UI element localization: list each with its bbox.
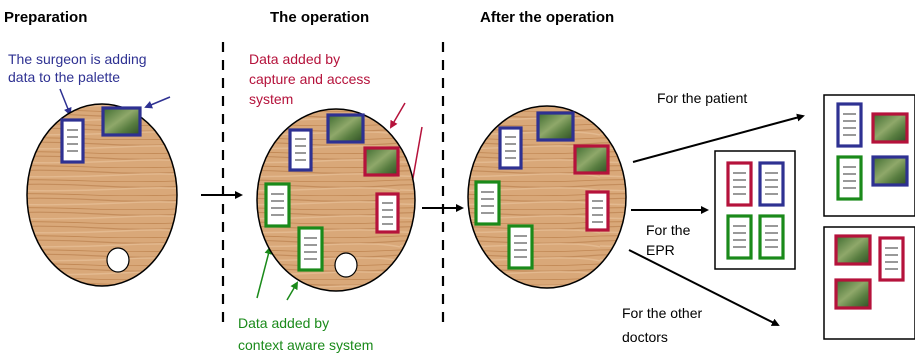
doc-icon [288,128,313,172]
header-after: After the operation [480,9,614,26]
doc-icon [297,226,324,272]
photo-icon [363,146,400,177]
surgeon-arrow-1 [59,88,72,116]
context-arrow-2 [286,281,299,301]
label-for-patient: For the patient [657,90,747,106]
output-arrow-doctors [628,249,780,326]
photo-icon [834,278,872,310]
palette-thumb-hole [334,252,358,278]
doc-icon [758,214,785,260]
doc-icon [375,192,400,234]
doc-icon [498,126,523,170]
palette-operation [256,108,416,292]
palette-preparation [26,103,178,287]
doc-icon [264,182,291,228]
photo-icon [101,106,142,137]
surgeon-arrow-2 [144,96,171,109]
doc-icon [60,118,85,164]
doc-icon [507,224,534,270]
annotation-capture: Data added by capture and access system [249,51,374,107]
doc-icon [726,214,753,260]
header-preparation: Preparation [4,9,87,26]
photo-icon [871,112,909,144]
doc-icon [585,190,610,232]
photo-icon [536,111,575,142]
doc-icon [726,161,753,207]
patient-box [823,94,915,217]
palette-thumb-hole [106,247,130,273]
doc-icon [474,180,501,226]
annotation-surgeon: The surgeon is adding data to the palett… [8,51,150,85]
doc-icon [758,161,785,207]
doc-icon [836,102,863,148]
doc-icon [878,236,905,282]
doc-icon [836,155,863,201]
photo-icon [326,113,365,144]
photo-icon [871,155,909,187]
photo-icon [573,144,610,175]
label-for-epr: For the EPR [646,222,694,258]
header-operation: The operation [270,9,369,26]
context-arrow-1 [256,246,273,299]
doctors-box [823,226,915,340]
label-for-doctors: For the other doctors [622,305,706,345]
epr-box [714,150,796,270]
palette-after [467,105,627,289]
annotation-context: Data added by context aware system [238,315,373,353]
photo-icon [834,234,872,266]
capture-arrow-1 [389,102,406,129]
output-arrow-patient [632,113,805,163]
